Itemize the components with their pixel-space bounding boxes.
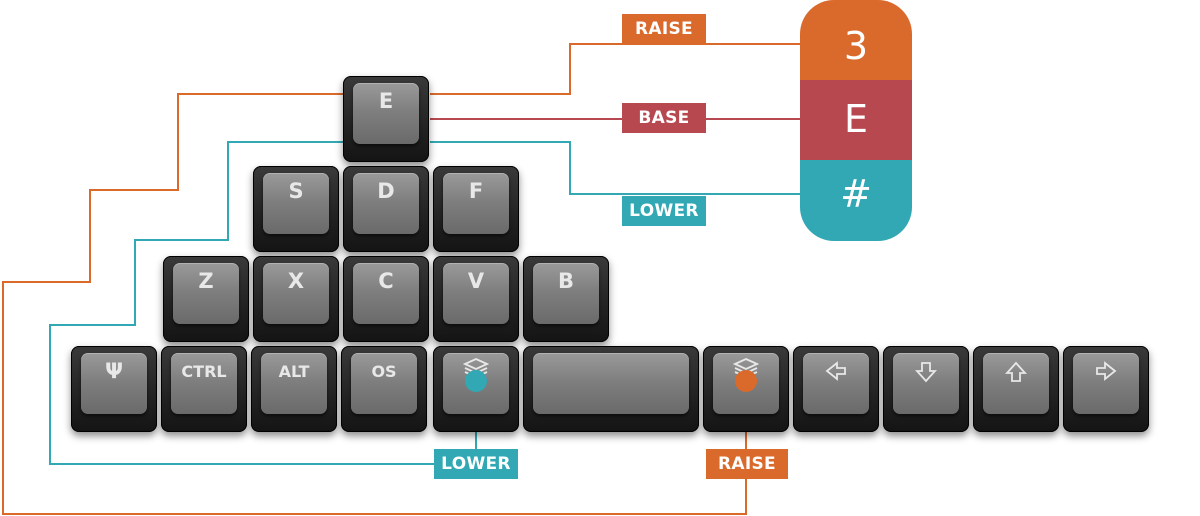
key-f-label: F [468, 179, 484, 203]
key-raise[interactable] [703, 346, 789, 432]
key-e-label: E [378, 89, 394, 113]
base-label: BASE [622, 103, 706, 133]
key-alt[interactable]: ALT [251, 346, 337, 432]
layer-base-value: E [800, 80, 912, 160]
layer-stack: 3 E # [800, 0, 912, 241]
key-os[interactable]: OS [341, 346, 427, 432]
key-s[interactable]: S [253, 166, 339, 252]
key-d[interactable]: D [343, 166, 429, 252]
key-alt-label: ALT [278, 362, 310, 381]
key-left[interactable] [793, 346, 879, 432]
raise-label-bottom: RAISE [706, 449, 788, 479]
spacebar-cap [533, 353, 689, 414]
key-e[interactable]: E [343, 76, 429, 162]
key-x[interactable]: X [253, 256, 339, 342]
key-x-label: X [287, 269, 305, 293]
key-s-label: S [288, 179, 304, 203]
key-b-label: B [557, 269, 574, 293]
key-psi-label: Ψ [105, 359, 123, 383]
key-up[interactable] [973, 346, 1059, 432]
key-c[interactable]: C [343, 256, 429, 342]
lower-connector-outer [49, 141, 477, 465]
raise-connector-top [430, 43, 800, 95]
lower-label-top: LOWER [622, 196, 706, 226]
key-c-label: C [378, 269, 394, 293]
key-os-label: OS [371, 362, 397, 381]
key-spacebar[interactable] [523, 346, 699, 432]
lower-label-bottom: LOWER [434, 449, 518, 479]
key-b[interactable]: B [523, 256, 609, 342]
key-d-label: D [377, 179, 395, 203]
key-ctrl[interactable]: CTRL [161, 346, 247, 432]
key-f[interactable]: F [433, 166, 519, 252]
layers-icon [443, 358, 509, 385]
arrow-right-icon [1073, 361, 1139, 386]
key-v-label: V [467, 269, 485, 293]
arrow-left-icon [803, 361, 869, 386]
layers-icon [713, 358, 779, 385]
key-lower[interactable] [433, 346, 519, 432]
key-psi[interactable]: Ψ [71, 346, 157, 432]
raise-label-top: RAISE [622, 14, 706, 44]
raise-connector-outer [2, 93, 747, 515]
key-z-label: Z [198, 269, 214, 293]
layer-raise-value: 3 [800, 0, 912, 80]
key-z[interactable]: Z [163, 256, 249, 342]
key-v[interactable]: V [433, 256, 519, 342]
key-right[interactable] [1063, 346, 1149, 432]
key-down[interactable] [883, 346, 969, 432]
key-ctrl-label: CTRL [181, 362, 227, 381]
lower-connector-top [430, 141, 800, 195]
arrow-down-icon [893, 361, 959, 388]
arrow-up-icon [983, 361, 1049, 388]
layer-lower-value: # [800, 160, 912, 241]
